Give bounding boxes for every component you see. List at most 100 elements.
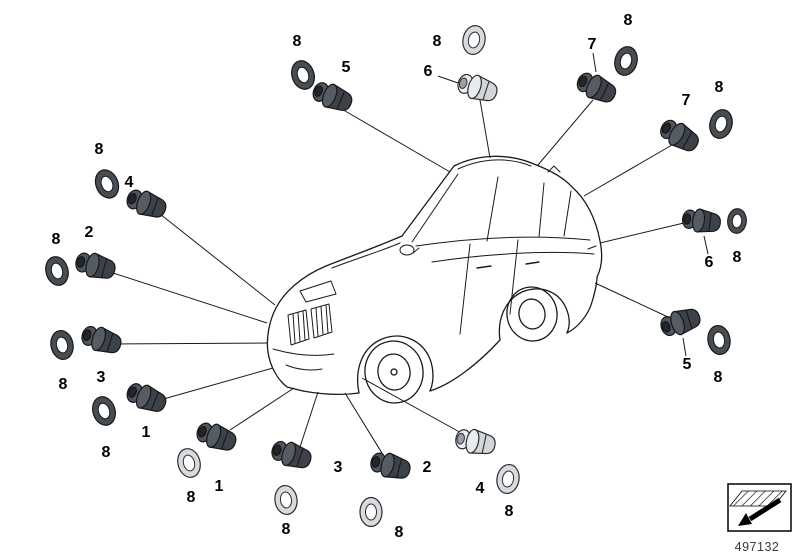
callout-label-8: 8 <box>714 79 724 96</box>
pdc-sensor-dark-icon <box>308 77 356 116</box>
car-lower-intake <box>285 364 323 371</box>
car-headlight <box>299 280 337 303</box>
callout-label-6: 6 <box>704 254 714 271</box>
leader-line <box>159 213 276 306</box>
pdc-sensor-light-icon <box>452 425 498 459</box>
ring-group <box>42 22 748 528</box>
decoupling-ring-dark-icon <box>88 393 120 429</box>
callout-label-8: 8 <box>394 524 404 541</box>
car-c-pillar <box>538 182 545 238</box>
decoupling-ring-dark-icon <box>611 43 641 79</box>
callout-label-8: 8 <box>732 249 742 266</box>
callout-label-8: 8 <box>186 489 196 506</box>
car-underbody-front <box>302 390 360 395</box>
leader-line <box>479 99 491 159</box>
leader-line <box>344 392 386 459</box>
car-kidney-grille <box>287 303 333 346</box>
car-roof-rail <box>457 159 532 170</box>
callout-label-2: 2 <box>84 224 94 241</box>
callout-label-5: 5 <box>341 59 351 76</box>
car-door-handle-rear <box>525 261 540 265</box>
callout-label-4: 4 <box>124 174 134 191</box>
pdc-sensor-dark-icon <box>572 67 621 108</box>
callout-label-3: 3 <box>96 369 106 386</box>
car-door-handle-front <box>476 265 492 269</box>
car-quarter-window <box>563 190 572 237</box>
callout-label-1: 1 <box>214 478 224 495</box>
pdc-sensor-dark-icon <box>78 321 125 358</box>
callout-label-8: 8 <box>713 369 723 386</box>
car-hood-crease <box>331 242 401 269</box>
label-tick <box>682 337 687 357</box>
leader-line <box>115 342 268 345</box>
car-bumper-line <box>272 348 335 356</box>
decoupling-ring-dark-icon <box>287 57 319 93</box>
decoupling-ring-dark-icon <box>706 106 736 142</box>
car-beltline <box>415 236 591 247</box>
car-front-wheel-arch <box>357 335 434 394</box>
leader-line <box>599 221 689 244</box>
pdc-sensor-dark-icon <box>367 448 414 484</box>
car-rocker <box>429 339 501 392</box>
callout-label-5: 5 <box>682 356 692 373</box>
car-b-pillar <box>486 176 499 242</box>
leader-line <box>109 271 268 324</box>
car-taillight-tick <box>587 245 597 250</box>
decoupling-ring-dark-icon <box>726 207 748 235</box>
decoupling-ring-light-icon <box>459 22 489 58</box>
leader-line <box>537 99 594 166</box>
leader-line <box>361 377 466 436</box>
car-illustration <box>266 155 603 404</box>
car-side-crease <box>431 251 595 263</box>
decoupling-ring-dark-icon <box>47 327 77 363</box>
car-antenna-fin <box>547 165 561 173</box>
decoupling-ring-light-icon <box>359 496 383 528</box>
leader-line <box>299 391 319 448</box>
decoupling-ring-dark-icon <box>90 165 124 203</box>
pdc-sensor-dark-icon <box>72 248 119 284</box>
callout-label-1: 1 <box>141 424 151 441</box>
part-number: 497132 <box>734 540 780 554</box>
callout-label-8: 8 <box>281 521 291 538</box>
pdc-sensor-light-icon <box>454 69 501 106</box>
pdc-sensor-dark-icon <box>268 436 315 473</box>
pdc-sensor-dark-icon <box>122 378 170 417</box>
viewing-direction-icon <box>727 483 792 532</box>
callout-label-2: 2 <box>422 459 432 476</box>
callout-label-7: 7 <box>587 36 597 53</box>
pdc-sensor-dark-icon <box>657 304 704 341</box>
leader-line <box>229 387 295 431</box>
car-door-line-front <box>459 243 471 335</box>
car-roofline <box>401 155 603 278</box>
callout-label-7: 7 <box>681 92 691 109</box>
callout-label-8: 8 <box>623 12 633 29</box>
pdc-sensor-dark-icon <box>193 418 240 456</box>
leader-lines <box>109 99 689 459</box>
decoupling-ring-dark-icon <box>705 323 733 357</box>
decoupling-ring-dark-icon <box>42 253 72 289</box>
callout-label-3: 3 <box>333 459 343 476</box>
decoupling-ring-light-icon <box>174 445 204 481</box>
callout-label-8: 8 <box>51 231 61 248</box>
car-rear-wheel-arch <box>498 288 570 341</box>
leader-line <box>583 144 673 197</box>
sensor-group <box>72 67 723 484</box>
callout-label-4: 4 <box>475 480 485 497</box>
label-tick <box>592 52 597 73</box>
callout-label-8: 8 <box>101 444 111 461</box>
car-mirror <box>399 244 420 256</box>
car-rear-bumper <box>566 276 598 334</box>
callout-label-6: 6 <box>423 63 433 80</box>
decoupling-ring-light-icon <box>494 462 522 496</box>
pdc-sensor-dark-icon <box>680 206 723 236</box>
front-wheel <box>364 340 424 404</box>
label-ticks <box>437 52 709 357</box>
car-hood <box>266 235 403 392</box>
label-tick <box>703 235 709 255</box>
leader-line <box>159 367 274 401</box>
callout-label-8: 8 <box>292 33 302 50</box>
label-tick <box>437 75 459 84</box>
car-a-pillar-inner <box>411 173 459 243</box>
